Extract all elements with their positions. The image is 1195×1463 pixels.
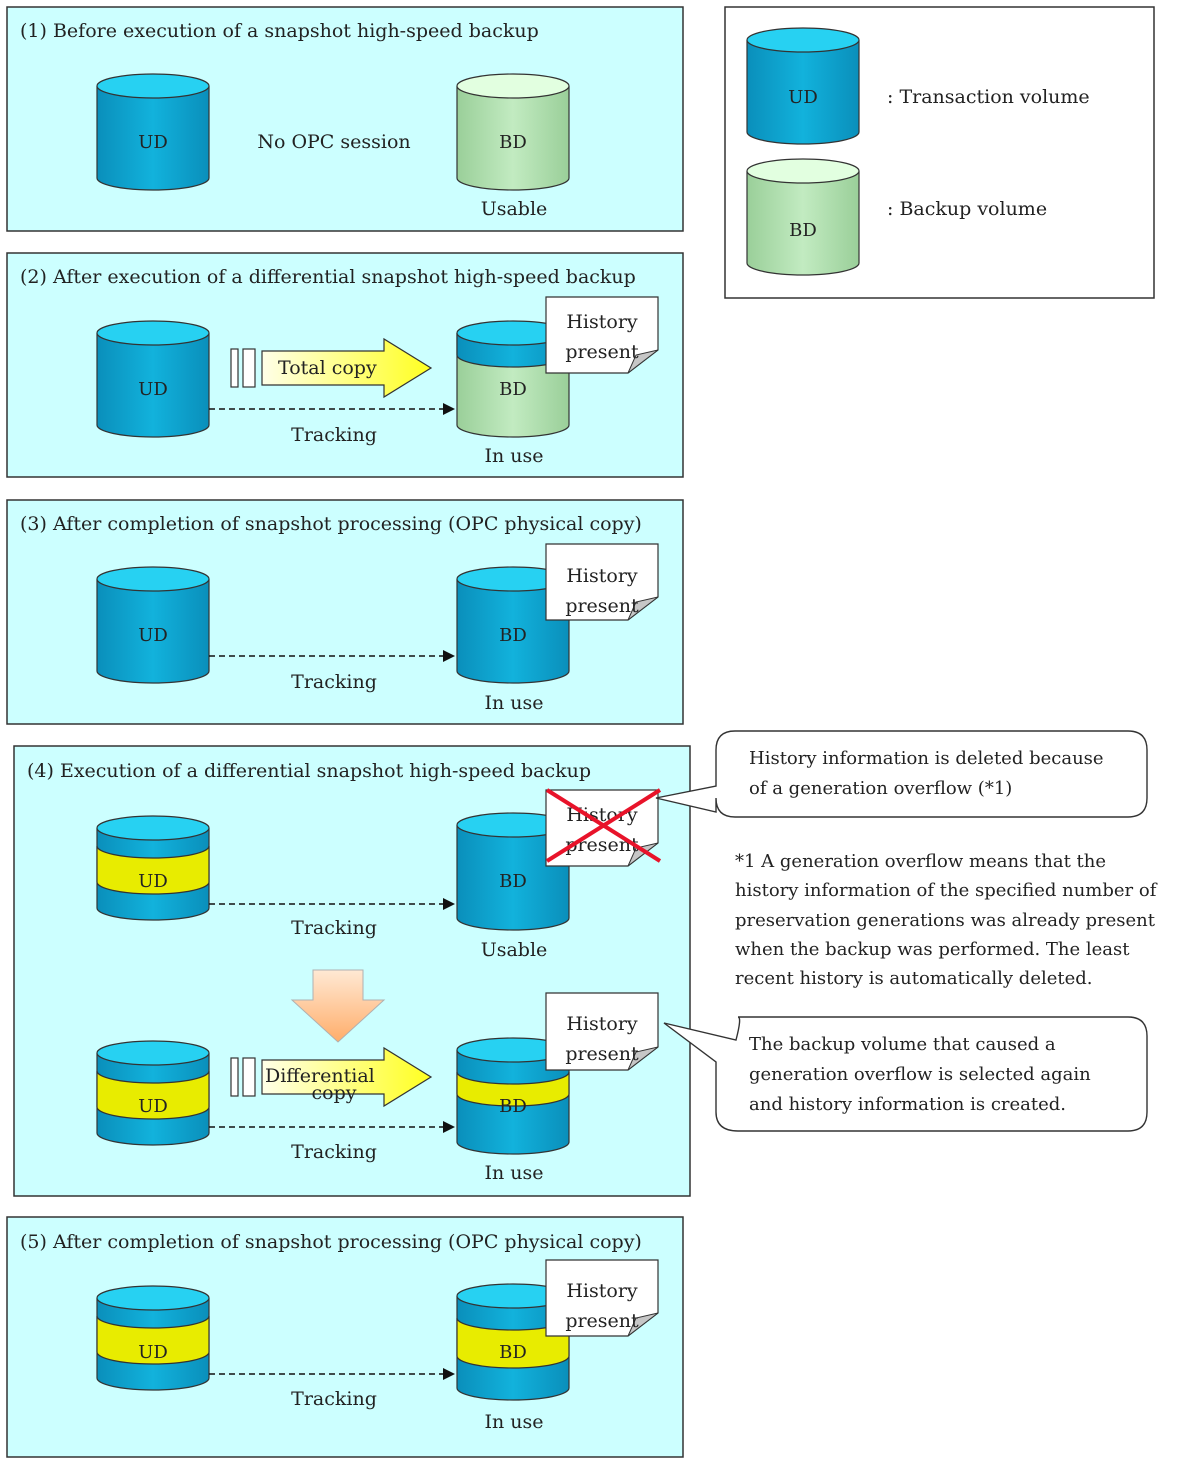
footnote-line-3: preservation generations was already pre… xyxy=(735,910,1156,931)
legend-bd-label: BD xyxy=(789,220,817,241)
panel-2-title: (2) After execution of a differential sn… xyxy=(20,266,636,288)
legend-transaction-volume-icon: UD xyxy=(746,27,860,145)
legend: UD : Transaction volume BD : Backup volu… xyxy=(724,6,1155,299)
ud-label: UD xyxy=(138,1096,168,1117)
panel-2: (2) After execution of a differential sn… xyxy=(6,252,684,478)
transaction-volume-modified: UD xyxy=(96,815,210,921)
panel-4-title: (4) Execution of a differential snapshot… xyxy=(27,760,591,782)
backup-volume-modified: BD xyxy=(456,1037,570,1155)
transition-down-arrow xyxy=(290,969,386,1043)
tracking-label-top: Tracking xyxy=(291,917,377,939)
backup-volume-modified: BD xyxy=(456,1283,570,1401)
differential-copy-label-line-2: copy xyxy=(312,1082,357,1104)
status-label: In use xyxy=(484,445,543,467)
total-copy-label: Total copy xyxy=(278,357,377,379)
status-label: In use xyxy=(484,1411,543,1433)
panel-5-title: (5) After completion of snapshot process… xyxy=(20,1231,642,1253)
panel-4: (4) Execution of a differential snapshot… xyxy=(13,745,691,1197)
tracking-label: Tracking xyxy=(291,1388,377,1410)
history-note-line-1: History xyxy=(566,1280,638,1302)
ud-label: UD xyxy=(138,379,168,400)
ud-label: UD xyxy=(138,1342,168,1363)
bd-label: BD xyxy=(499,625,527,646)
history-note: History present xyxy=(545,296,659,374)
callout-history-deleted: History information is deleted because o… xyxy=(655,730,1148,818)
footnote: *1 A generation overflow means that the … xyxy=(735,851,1158,989)
history-note-line-2: present xyxy=(565,834,639,856)
tracking-label-bottom: Tracking xyxy=(291,1141,377,1163)
backup-volume: BD xyxy=(456,73,570,191)
history-note-line-2: present xyxy=(565,595,639,617)
bd-label: BD xyxy=(499,132,527,153)
status-label: Usable xyxy=(481,198,548,220)
callout-deleted-line-2: of a generation overflow (*1) xyxy=(749,778,1012,799)
differential-copy-label-line-1: Differential xyxy=(265,1065,375,1087)
panel-1-title: (1) Before execution of a snapshot high-… xyxy=(20,20,539,42)
legend-ud-label: UD xyxy=(788,87,818,108)
footnote-line-1: *1 A generation overflow means that the xyxy=(735,851,1106,872)
history-note-line-2: present xyxy=(565,1310,639,1332)
ud-label: UD xyxy=(138,871,168,892)
ud-label: UD xyxy=(138,625,168,646)
bd-label: BD xyxy=(499,379,527,400)
status-label: In use xyxy=(484,692,543,714)
transaction-volume-modified: UD xyxy=(96,1285,210,1391)
legend-transaction-text: : Transaction volume xyxy=(887,86,1090,108)
transaction-volume: UD xyxy=(96,73,210,191)
bd-label: BD xyxy=(499,871,527,892)
panel-1: (1) Before execution of a snapshot high-… xyxy=(6,6,684,232)
history-note: History present xyxy=(545,992,659,1071)
backup-volume: BD xyxy=(456,812,570,931)
history-note-line-2: present xyxy=(565,341,639,363)
bd-label: BD xyxy=(499,1096,527,1117)
backup-volume: BD xyxy=(456,320,570,438)
bd-label: BD xyxy=(499,1342,527,1363)
footnote-line-4: when the backup was performed. The least xyxy=(735,939,1130,960)
total-copy-arrow: Total copy xyxy=(230,337,433,399)
history-note-line-1: History xyxy=(566,565,638,587)
callout-reselected-line-2: generation overflow is selected again xyxy=(749,1064,1091,1085)
tracking-label: Tracking xyxy=(291,671,377,693)
history-note: History present xyxy=(545,543,659,621)
deleted-history-note: History present xyxy=(545,788,662,867)
transaction-volume-modified: UD xyxy=(96,1040,210,1146)
panel-3-title: (3) After completion of snapshot process… xyxy=(20,513,642,535)
legend-backup-volume-icon: BD xyxy=(746,158,860,276)
footnote-line-2: history information of the specified num… xyxy=(735,880,1158,901)
panel-5: (5) After completion of snapshot process… xyxy=(6,1216,684,1458)
callout-deleted-line-1: History information is deleted because xyxy=(749,748,1104,769)
no-opc-session-label: No OPC session xyxy=(257,131,410,153)
status-label-top: Usable xyxy=(481,939,548,961)
differential-copy-arrow: Differential copy xyxy=(230,1046,433,1108)
status-label-bottom: In use xyxy=(484,1162,543,1184)
callout-reselected-line-1: The backup volume that caused a xyxy=(749,1034,1056,1055)
ud-label: UD xyxy=(138,132,168,153)
transaction-volume: UD xyxy=(96,566,210,684)
legend-backup-text: : Backup volume xyxy=(887,198,1047,220)
history-note-line-1: History xyxy=(566,1013,638,1035)
history-note-line-1: History xyxy=(566,804,638,826)
history-note-line-2: present xyxy=(565,1043,639,1065)
transaction-volume: UD xyxy=(96,320,210,438)
panel-3: (3) After completion of snapshot process… xyxy=(6,499,684,725)
history-note: History present xyxy=(545,1259,659,1337)
footnote-line-5: recent history is automatically deleted. xyxy=(735,968,1093,989)
delete-cross-icon xyxy=(545,788,662,863)
callout-volume-reselected: The backup volume that caused a generati… xyxy=(663,1016,1148,1132)
history-note-line-1: History xyxy=(566,311,638,333)
tracking-label: Tracking xyxy=(291,424,377,446)
callout-reselected-line-3: and history information is created. xyxy=(749,1094,1066,1115)
